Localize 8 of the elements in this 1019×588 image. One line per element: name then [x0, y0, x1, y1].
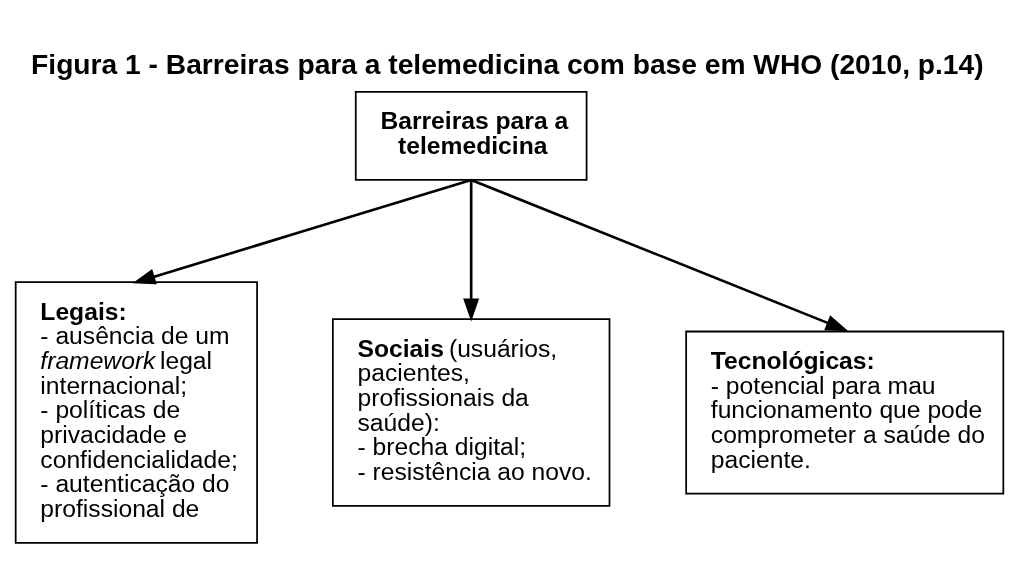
node-box: Legais: - ausência de um framework legal internacional; - políticas de privacidade e confidencialidade; - autenticação do profissional de: [14, 280, 258, 544]
arrow: [463, 179, 480, 321]
node-box: Tecnológicas: - potencial para mau funcionamento que pode comprometer a saúde do paciente.: [685, 330, 1005, 494]
arrow: [470, 178, 849, 331]
diagram-title: Figura 1 - Barreiras para a telemedicina com base em WHO (2010, p.14): [31, 47, 984, 80]
node-box: Barreiras para a telemedicina: [354, 90, 588, 181]
node-box: Sociais (usuários, pacientes, profissionais da saúde): - brecha digital; - resistência ao novo.: [331, 317, 611, 507]
arrow: [132, 178, 472, 284]
